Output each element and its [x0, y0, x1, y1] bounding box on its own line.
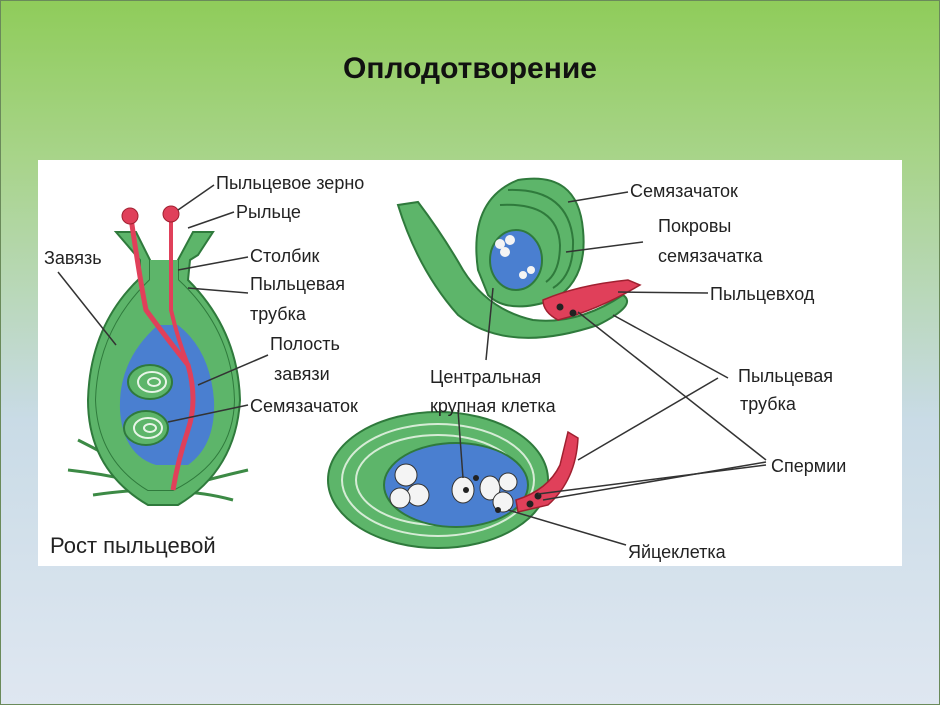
ovule-lower — [123, 410, 169, 446]
slide-title: Оплодотворение — [343, 52, 597, 85]
ovule-upper — [127, 364, 173, 400]
label-ovule-1: Семязачаток — [250, 396, 358, 416]
label-central-cell-a: Центральная — [430, 367, 541, 387]
label-style: Столбик — [250, 246, 320, 266]
label-egg-cell: Яйцеклетка — [628, 542, 727, 562]
diagram-panel: Пыльцевое зерно Рыльце Завязь Столбик Пы… — [38, 160, 902, 566]
pistil-illustration — [67, 205, 249, 506]
label-pollen-tube-1a: Пыльцевая — [250, 274, 345, 294]
label-pollen-grain: Пыльцевое зерно — [216, 173, 364, 193]
label-pollen-tube-2a: Пыльцевая — [738, 366, 833, 386]
pollen-tube-embryo — [515, 430, 579, 513]
label-ovary-cavity-b: завязи — [274, 364, 330, 384]
caption-pollen-growth: Рост пыльцевой — [50, 533, 216, 558]
label-ovule-2: Семязачаток — [630, 181, 738, 201]
label-pollen-tube-1b: трубка — [250, 304, 307, 324]
embryo-sac-small — [489, 229, 543, 291]
label-ovary: Завязь — [44, 248, 102, 268]
embryo-sac-section — [327, 411, 579, 549]
label-stigma: Рыльце — [236, 202, 301, 222]
pollen-tube-left-2 — [169, 218, 190, 366]
label-central-cell-b: крупная клетка — [430, 396, 557, 416]
label-micropyle: Пыльцевход — [710, 284, 815, 304]
left-leaders — [57, 184, 269, 423]
pollen-grain-left — [121, 207, 139, 225]
right-leaders — [457, 191, 767, 546]
ovule-section — [396, 177, 642, 339]
label-ovary-cavity-a: Полость — [270, 334, 340, 354]
pollen-tube-micropyle — [542, 279, 642, 321]
label-integuments-b: семязачатка — [658, 246, 764, 266]
pollen-grain-right — [162, 205, 180, 223]
label-pollen-tube-2b: трубка — [740, 394, 797, 414]
label-sperm: Спермии — [771, 456, 846, 476]
label-integuments-a: Покровы — [658, 216, 731, 236]
